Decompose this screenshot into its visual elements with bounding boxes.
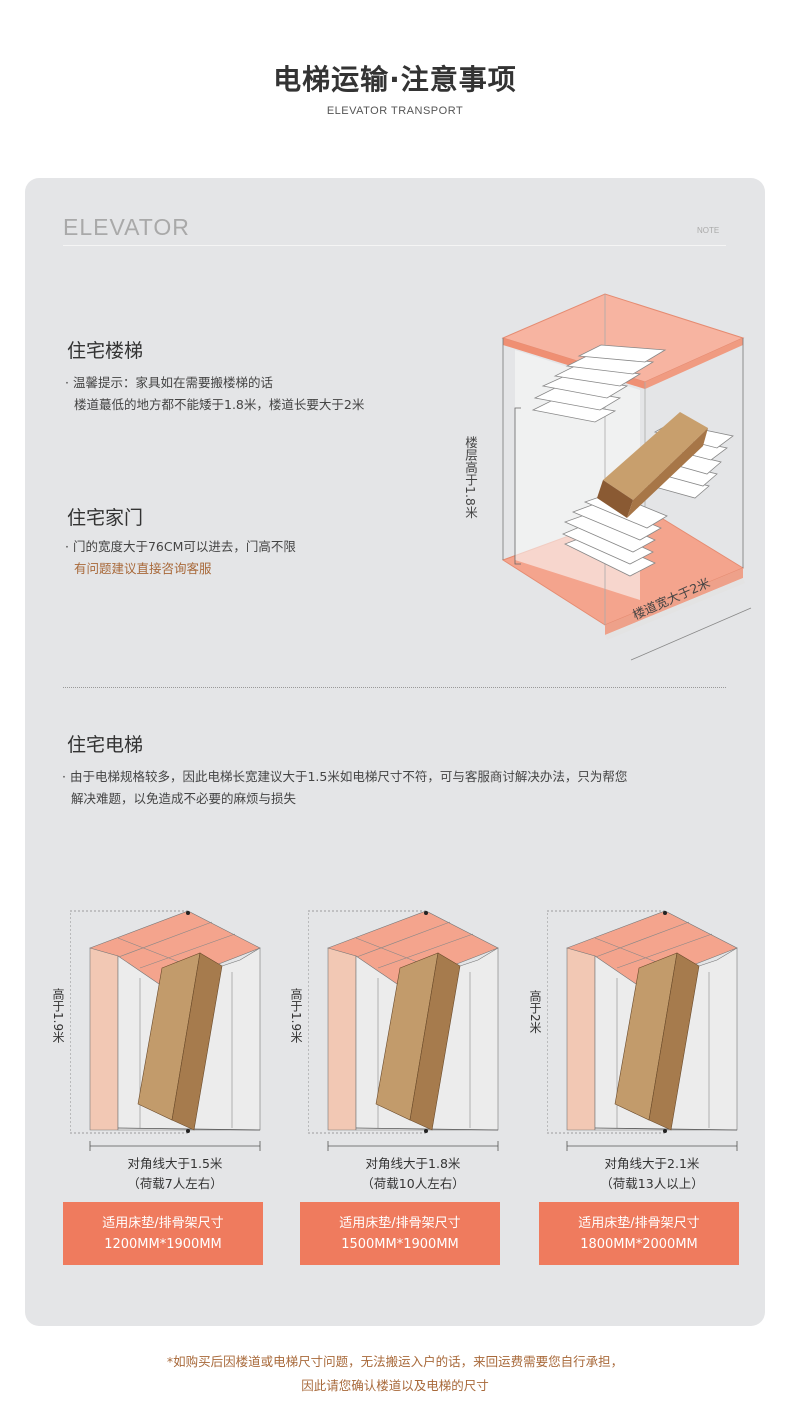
unit-load-line: （荷载13人以上） [600,1176,704,1191]
elevator-illustration [547,910,738,1151]
stairs-desc: · 温馨提示：家具如在需要搬楼梯的话 楼道蕞低的地方都不能矮于1.8米，楼道长要… [65,372,364,416]
footer-note: *如购买后因楼道或电梯尺寸问题，无法搬运入户的话，来回运费需要您自行承担， 因此… [0,1350,790,1398]
card-label: ELEVATOR [63,214,190,240]
unit-height-label: 高于2米 [528,990,542,1034]
badge-size: 1200MM*1900MM [104,1237,222,1252]
elevator-unit-2: 高于1.9米 对角线大于1.8米 （荷载10人左右） [289,908,513,1208]
elevator-desc-line1: · 由于电梯规格较多，因此电梯长宽建议大于1.5米如电梯尺寸不符，可与客服商讨解… [62,769,628,784]
unit-height-label: 高于1.9米 [51,988,65,1044]
staircase-illustration [501,293,752,661]
door-title: 住宅家门 [67,507,144,529]
unit-diagonal: 对角线大于2.1米 （荷载13人以上） [547,1154,757,1194]
door-desc: · 门的宽度大于76CM可以进去，门高不限 有问题建议直接咨询客服 [65,536,296,580]
unit-load-line: （荷载10人左右） [361,1176,465,1191]
footer-line2: 因此请您确认楼道以及电梯的尺寸 [301,1378,489,1393]
unit-diagonal-line1: 对角线大于2.1米 [604,1156,700,1171]
unit-height-label: 高于1.9米 [289,988,303,1044]
badge-caption: 适用床垫/排骨架尺寸 [102,1216,224,1231]
footer-line1: *如购买后因楼道或电梯尺寸问题，无法搬运入户的话，来回运费需要您自行承担， [166,1354,624,1369]
unit-load-line: （荷载7人左右） [127,1176,223,1191]
stairs-height-label: 楼层高于1.8米 [463,436,478,519]
info-card: ELEVATOR NOTE 住宅楼梯 · 温馨提示：家具如在需要搬楼梯的话 楼道… [25,178,765,1326]
mattress-size-badge-1: 适用床垫/排骨架尺寸 1200MM*1900MM [63,1202,263,1265]
page-subtitle: ELEVATOR TRANSPORT [326,105,464,117]
stairs-title: 住宅楼梯 [67,340,144,362]
stairs-desc-line1: · 温馨提示：家具如在需要搬楼梯的话 [65,375,273,390]
card-note: NOTE [697,226,720,235]
unit-diagonal: 对角线大于1.8米 （荷载10人左右） [308,1154,518,1194]
elevator-illustration [308,910,499,1151]
elevator-unit-3: 高于2米 对角线大于2.1米 （荷载13人以上） [528,908,752,1208]
page-title: 电梯运输·注意事项 [273,63,517,96]
elevator-unit-1: 高于1.9米 对角线大于1.5米 （荷载7人左右） [51,908,275,1208]
badge-size: 1500MM*1900MM [341,1237,459,1252]
badge-caption: 适用床垫/排骨架尺寸 [339,1216,461,1231]
elevator-desc: · 由于电梯规格较多，因此电梯长宽建议大于1.5米如电梯尺寸不符，可与客服商讨解… [62,766,627,810]
mattress-size-badge-3: 适用床垫/排骨架尺寸 1800MM*2000MM [539,1202,739,1265]
elevator-desc-line2: 解决难题，以免造成不必要的麻烦与损失 [71,791,297,806]
unit-diagonal-line1: 对角线大于1.5米 [127,1156,223,1171]
badge-caption: 适用床垫/排骨架尺寸 [578,1216,700,1231]
mattress-size-badge-2: 适用床垫/排骨架尺寸 1500MM*1900MM [300,1202,500,1265]
unit-diagonal-line1: 对角线大于1.8米 [365,1156,461,1171]
unit-diagonal: 对角线大于1.5米 （荷载7人左右） [70,1154,280,1194]
elevator-title: 住宅电梯 [67,734,144,756]
door-desc-line2: 有问题建议直接咨询客服 [74,561,212,576]
elevator-illustration [70,910,261,1151]
badge-size: 1800MM*2000MM [580,1237,698,1252]
section-divider [63,687,726,688]
card-divider [63,245,726,246]
stairs-desc-line2: 楼道蕞低的地方都不能矮于1.8米，楼道长要大于2米 [74,397,365,412]
door-desc-line1: · 门的宽度大于76CM可以进去，门高不限 [65,539,296,554]
